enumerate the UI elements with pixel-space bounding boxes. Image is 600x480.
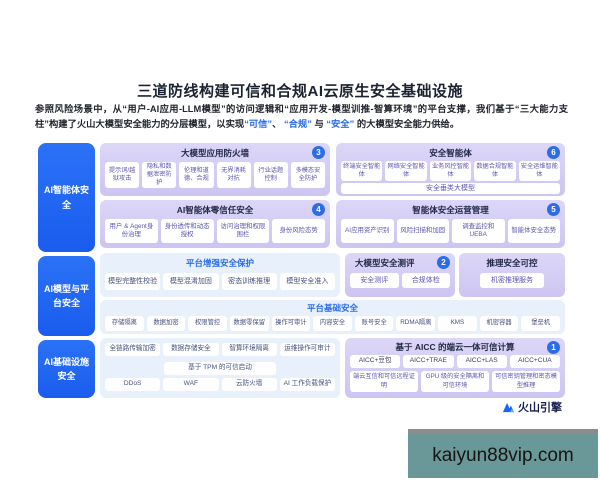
badge-5: 5 xyxy=(547,203,560,216)
capability-box: 身份风险态势 xyxy=(272,219,325,243)
capability-box: KMS xyxy=(438,316,477,331)
capability-box: 提示词/越狱攻击 xyxy=(105,162,140,188)
volcengine-logo-icon xyxy=(502,401,515,414)
capability-box: 账号安全 xyxy=(354,316,394,331)
panel-aicc-trusted-computing: 基于 AICC 的端云一体可信计算 1 AICC+豆包 AICC+TRAE AI… xyxy=(345,338,565,398)
panel-title: 推理安全可控 xyxy=(486,258,538,268)
intro-segment: 的大模型安全能力供给。 xyxy=(354,119,460,130)
badge-4: 4 xyxy=(312,203,325,216)
badge-1: 1 xyxy=(547,341,560,354)
panel-title: 平台增强安全保护 xyxy=(185,258,254,268)
capability-box: 业务风控智能体 xyxy=(429,161,472,181)
panel-title: 智能体安全运营管理 xyxy=(412,205,489,215)
capability-box: WAF xyxy=(163,378,219,391)
capability-box: 智算环境隔离 xyxy=(221,343,277,356)
capability-box-wide: 基于 TPM 的可信启动 xyxy=(164,362,276,375)
capability-box: 堡垒机 xyxy=(521,316,561,331)
panel-agent-zero-trust: AI智能体零信任安全 4 用户 & Agent身份治理 身份透传和动态授权 访问… xyxy=(100,200,330,248)
panel-platform-basic: 平台基础安全 存储隔离 数据加密 权限管控 数据零保留 操作可审计 内容安全 账… xyxy=(100,300,565,334)
panel-inference-control: 推理安全可控 机密推理服务 xyxy=(459,253,565,297)
watermark-text: kaiyun88vip.com xyxy=(432,445,574,466)
capability-box: 合规体检 xyxy=(401,273,450,288)
panel-llm-app-firewall: 大模型应用防火墙 3 提示词/越狱攻击 隐私和数据泄密防护 伦理和道德、合规 无… xyxy=(100,143,330,196)
capability-box: 数据合规智能体 xyxy=(474,161,516,181)
capability-box: 端云互信和可信远程证明 xyxy=(350,371,418,392)
capability-box: 存储隔离 xyxy=(105,316,144,331)
badge-3: 3 xyxy=(312,146,325,159)
intro-highlight-compliant: “合规” xyxy=(283,119,312,130)
volcengine-logo: 火山引擎 xyxy=(502,399,562,415)
capability-box: 全链路传输加密 xyxy=(105,343,161,356)
capability-box: 隐私和数据泄密防护 xyxy=(142,162,177,188)
page-title: 三道防线构建可信和合规AI云原生安全基础设施 xyxy=(136,83,463,100)
capability-box: AICC+CUA xyxy=(509,355,560,368)
capability-box: 安全测评 xyxy=(350,273,399,288)
capability-box: AI应用资产识别 xyxy=(341,219,394,243)
capability-box: 数据存储安全 xyxy=(163,343,219,356)
badge-2: 2 xyxy=(437,256,450,269)
capability-box-wide: 安全垂类大模型 xyxy=(341,183,560,194)
capability-box: AICC+LAS xyxy=(456,355,507,368)
capability-box: 机密推理服务 xyxy=(480,273,544,288)
intro-segment: 、 xyxy=(272,119,284,130)
capability-box: 操作可审计 xyxy=(271,316,311,331)
capability-box: DDoS xyxy=(105,378,161,391)
capability-box: 数据加密 xyxy=(146,316,186,331)
capability-box: 行业话题控制 xyxy=(253,162,288,188)
sidebar-item-ai-infra-security: AI基础设施安全 xyxy=(38,340,95,398)
capability-box: 用户 & Agent身份治理 xyxy=(105,219,158,243)
capability-box: AICC+豆包 xyxy=(350,355,401,368)
panel-title: 基于 AICC 的端云一体可信计算 xyxy=(395,342,515,352)
panel-title: 平台基础安全 xyxy=(306,303,358,313)
panel-title: 大模型安全测评 xyxy=(355,258,415,268)
panel-model-eval: 大模型安全测评 2 安全测评 合规体检 xyxy=(345,253,455,297)
capability-box: 数据零保留 xyxy=(229,316,269,331)
badge-6: 6 xyxy=(547,146,560,159)
capability-box: 模型混淆加固 xyxy=(163,273,219,290)
intro-segment: 与 xyxy=(311,119,327,130)
capability-box: 网络安全智能体 xyxy=(385,161,427,181)
capability-box: 智能体安全态势 xyxy=(507,219,560,243)
capability-box: 调查监控和UEBA xyxy=(452,219,505,243)
panel-agent-sec-ops: 智能体安全运营管理 5 AI应用资产识别 风险扫描和加固 调查监控和UEBA 智… xyxy=(336,200,565,248)
sidebar-item-ai-model-platform-security: AI模型与平台安全 xyxy=(38,256,95,336)
capability-box: 风险扫描和加固 xyxy=(396,219,449,243)
capability-box: 模型安全准入 xyxy=(279,273,335,290)
intro-segment: 参照风险场景中，从“用户-AI应用-LLM模型”的访问逻辑和“应用开发-模型训推… xyxy=(35,104,568,130)
capability-box: 内容安全 xyxy=(313,316,352,331)
capability-box: 无界消耗对抗 xyxy=(216,162,251,188)
capability-box: 可信密钥管理和密态模型推理 xyxy=(492,371,560,392)
panel-title: 安全智能体 xyxy=(429,148,472,158)
intro-highlight-trusted: “可信” xyxy=(244,119,273,130)
panel-title: 大模型应用防火墙 xyxy=(180,148,249,158)
capability-box: 安全运维智能体 xyxy=(518,161,561,181)
panel-platform-enhanced: 平台增强安全保护 模型完整性校验 模型混淆加固 密态训练推理 模型安全准入 xyxy=(100,253,340,297)
panel-infra-security: 全链路传输加密 数据存储安全 智算环境隔离 运维操作可审计 基于 TPM 的可信… xyxy=(100,338,340,398)
capability-box: 机密容器 xyxy=(479,316,519,331)
capability-box: 多模态安全防护 xyxy=(290,162,326,188)
capability-box: 权限管控 xyxy=(188,316,227,331)
capability-box: GPU 级的安全隔离和可信环境 xyxy=(421,371,489,392)
capability-box: AI 工作负载保护 xyxy=(279,378,335,391)
capability-box: RDMA隔离 xyxy=(396,316,436,331)
capability-box: 模型完整性校验 xyxy=(105,273,161,290)
capability-box: 云防火墙 xyxy=(221,378,277,391)
intro-highlight-secure: “安全” xyxy=(326,119,355,130)
capability-box: 运维操作可审计 xyxy=(279,343,335,356)
sidebar-item-ai-agent-security: AI智能体安全 xyxy=(38,143,95,252)
capability-box: 终端安全智能体 xyxy=(341,161,383,181)
panel-title: AI智能体零信任安全 xyxy=(176,205,254,215)
panel-security-agent: 安全智能体 6 终端安全智能体 网络安全智能体 业务风控智能体 数据合规智能体 … xyxy=(336,143,565,196)
capability-box: AICC+TRAE xyxy=(403,355,454,368)
capability-box: 伦理和道德、合规 xyxy=(179,162,214,188)
watermark-box: kaiyun88vip.com xyxy=(408,429,598,478)
capability-box: 身份透传和动态授权 xyxy=(160,219,214,243)
capability-box: 密态训练推理 xyxy=(221,273,277,290)
capability-box: 访问治理和权限围栏 xyxy=(216,219,270,243)
volcengine-logo-text: 火山引擎 xyxy=(518,402,562,414)
intro-text: 参照风险场景中，从“用户-AI应用-LLM模型”的访问逻辑和“应用开发-模型训推… xyxy=(35,102,568,133)
